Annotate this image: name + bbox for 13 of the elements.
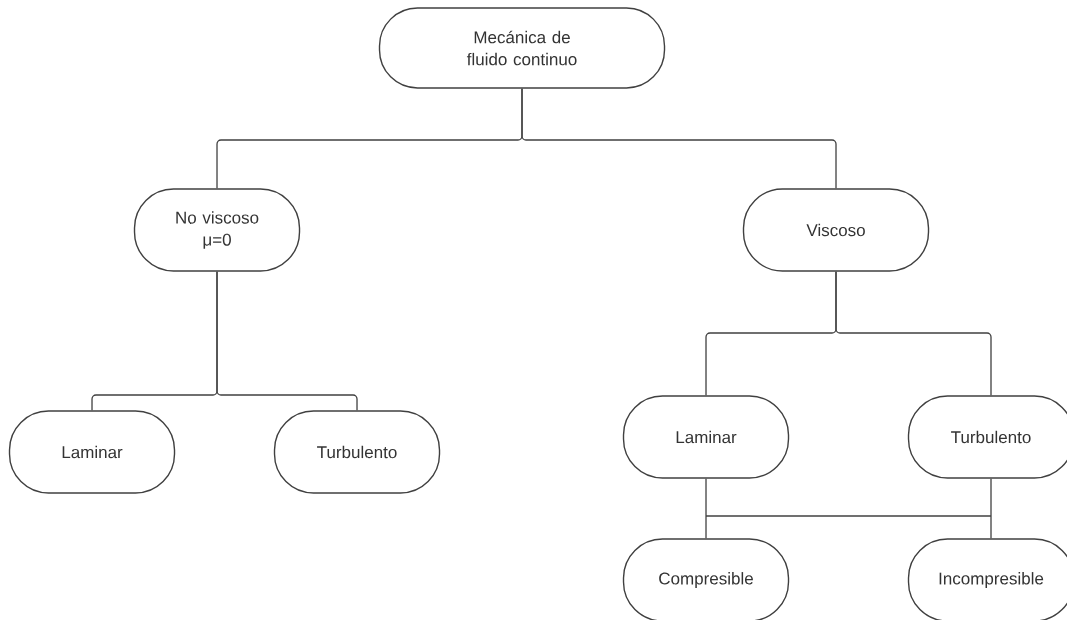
rounded-box: Mecánica de fluido continuo	[378, 7, 666, 89]
rounded-box: No viscoso μ=0	[133, 188, 301, 272]
rounded-box: Compresible	[622, 538, 790, 620]
rounded-box: Incompresible	[907, 538, 1067, 620]
rounded-box: Turbulento	[273, 410, 441, 494]
connector	[521, 88, 837, 189]
connector	[705, 478, 992, 539]
rounded-box: Turbulento	[907, 395, 1067, 479]
rounded-box: Laminar	[622, 395, 790, 479]
rounded-box: Viscoso	[742, 188, 930, 272]
connector	[835, 271, 992, 396]
rounded-box: Laminar	[8, 410, 176, 494]
connector	[216, 271, 358, 411]
